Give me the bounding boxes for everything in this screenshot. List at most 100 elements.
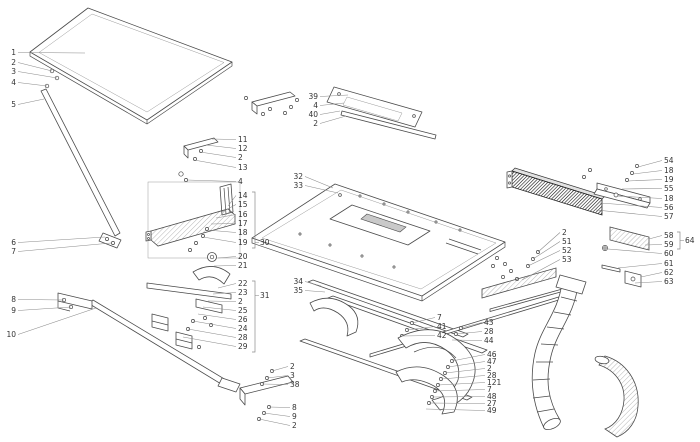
leader-line (521, 259, 561, 281)
lower-mount-bracket (239, 369, 294, 421)
part-number-61: 61 (664, 259, 674, 268)
fence-detail-box (147, 181, 241, 259)
leader-line (211, 138, 237, 140)
leader-line (319, 110, 341, 115)
part-number-2: 2 (487, 364, 492, 373)
rip-fence-extrusion (506, 167, 606, 216)
part-number-17: 17 (238, 219, 248, 228)
leader-line (617, 263, 663, 269)
leader-line (451, 339, 483, 341)
leader-line (425, 408, 486, 411)
leader-line (627, 179, 663, 182)
part-number-47: 47 (487, 357, 497, 366)
part-number-8: 8 (11, 295, 16, 304)
leader-line (187, 328, 237, 338)
callout-labels: 1234567891011122134141516171819202122232… (6, 48, 694, 430)
leader-line (411, 317, 436, 324)
leader-line (532, 241, 561, 260)
clamp-assembly (146, 282, 232, 350)
part-number-4: 4 (313, 101, 318, 110)
part-number-25: 25 (238, 306, 248, 315)
leader-line (261, 383, 289, 385)
part-number-15: 15 (238, 200, 248, 209)
leader-line (455, 331, 483, 335)
part-number-2: 2 (238, 297, 243, 306)
part-number-28: 28 (487, 371, 497, 380)
insert-plate (326, 86, 437, 140)
part-number-1: 1 (11, 48, 16, 57)
part-number-43: 43 (484, 318, 494, 327)
leader-line (217, 283, 237, 289)
part-number-28: 28 (484, 327, 494, 336)
part-number-33: 33 (293, 181, 303, 190)
part-number-29: 29 (238, 342, 248, 351)
group-bracket (252, 280, 256, 353)
part-number-2: 2 (11, 58, 16, 67)
part-number-9: 9 (11, 306, 16, 315)
part-number-7: 7 (11, 247, 16, 256)
part-number-19: 19 (238, 238, 248, 247)
leader-line (632, 170, 663, 175)
leader-line (304, 185, 339, 194)
part-number-42: 42 (437, 331, 447, 340)
leader-line (319, 102, 345, 106)
leader-line (17, 82, 48, 87)
leader-line (263, 412, 291, 417)
leader-line (644, 244, 663, 246)
part-number-18: 18 (238, 228, 248, 237)
part-number-39: 39 (308, 92, 318, 101)
leader-line (193, 159, 237, 168)
part-number-6: 6 (11, 238, 16, 247)
leader-line (17, 71, 58, 79)
part-number-54: 54 (664, 156, 674, 165)
part-number-46: 46 (487, 350, 497, 359)
part-number-19: 19 (664, 175, 674, 184)
part-number-26: 26 (238, 315, 248, 324)
part-number-38: 38 (290, 380, 300, 389)
panel-mount-screws (44, 68, 60, 89)
leader-line (648, 235, 663, 240)
leader-line (221, 204, 237, 213)
leader-line (182, 336, 237, 347)
part-number-58: 58 (664, 231, 674, 240)
hinge-bracket-top (244, 91, 299, 116)
leader-line (17, 236, 106, 243)
leader-line (258, 418, 291, 426)
part-number-40: 40 (308, 110, 318, 119)
leader-line (207, 300, 237, 302)
leader-line (17, 98, 45, 105)
leader-line (268, 406, 291, 408)
part-number-64: 64 (685, 236, 695, 245)
angle-stop-knob (192, 252, 231, 285)
part-number-18: 18 (664, 166, 674, 175)
leader-line (406, 326, 436, 331)
leader-line (266, 375, 289, 379)
leader-line (227, 195, 237, 207)
leader-line (206, 229, 237, 233)
part-number-41: 41 (437, 322, 447, 331)
part-number-28: 28 (238, 333, 248, 342)
leader-line (202, 236, 237, 243)
leader-line (271, 366, 289, 372)
part-number-22: 22 (238, 279, 248, 288)
leader-line (437, 382, 486, 386)
leader-line (215, 214, 237, 219)
leader-line (304, 281, 322, 287)
leader-line (428, 402, 486, 404)
part-number-51: 51 (562, 237, 572, 246)
part-number-35: 35 (293, 286, 303, 295)
part-number-62: 62 (664, 268, 674, 277)
part-number-60: 60 (664, 249, 674, 258)
lower-support-rail (57, 292, 241, 393)
leader-line (640, 272, 663, 278)
leader-line (304, 290, 326, 293)
leader-line (634, 281, 663, 284)
part-number-2: 2 (562, 228, 567, 237)
part-number-18: 18 (664, 194, 674, 203)
leader-line (217, 256, 237, 259)
fence-clamp (601, 226, 650, 288)
part-number-24: 24 (238, 324, 248, 333)
leader-line (319, 94, 349, 97)
part-number-30: 30 (260, 238, 270, 247)
leader-line (197, 313, 237, 320)
